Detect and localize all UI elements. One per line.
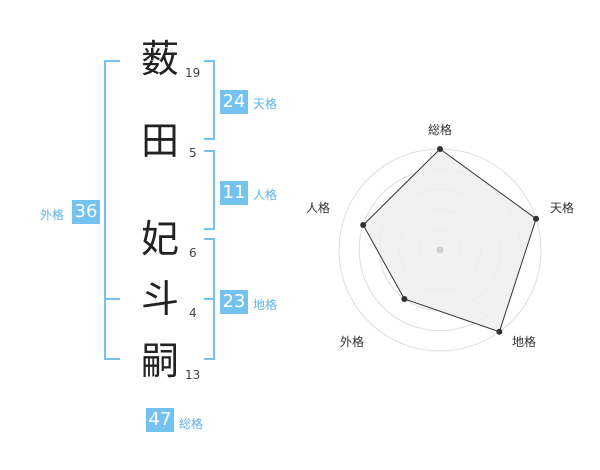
chikaku-bracket-middle	[204, 298, 215, 300]
gaikaku-bracket-vertical	[104, 60, 106, 360]
name-char-3: 妃	[140, 217, 179, 261]
chikaku-label: 地格	[253, 298, 278, 312]
tenkaku-bracket-vertical	[213, 60, 215, 140]
radar-points	[360, 146, 540, 335]
soukaku-label: 総格	[179, 417, 204, 431]
radar-point-4	[360, 222, 367, 229]
jinkaku-label: 人格	[253, 188, 278, 202]
name-char-1: 薮	[140, 37, 179, 81]
soukaku-value: 47	[146, 408, 174, 432]
stroke-count-3: 6	[189, 246, 197, 260]
radar-point-1	[533, 215, 540, 222]
name-char-2: 田	[140, 119, 179, 163]
tenkaku-bracket-bottom	[204, 138, 215, 140]
radar-axis-label-jinkaku: 人格	[306, 200, 330, 215]
tenkaku-bracket-top	[204, 60, 215, 62]
chikaku-bracket-top	[204, 238, 215, 240]
stroke-count-2: 5	[189, 146, 197, 160]
radar-point-2	[496, 328, 503, 335]
radar-point-3	[401, 296, 408, 303]
gaikaku-label: 外格	[40, 208, 65, 222]
name-char-4: 斗	[140, 277, 179, 321]
jinkaku-value: 11	[220, 181, 248, 205]
stroke-count-1: 19	[185, 66, 201, 80]
tenkaku-value: 24	[220, 90, 248, 114]
jinkaku-bracket-vertical	[213, 150, 215, 230]
gaikaku-bracket-middle	[104, 298, 120, 300]
gaikaku-bracket-bottom	[104, 358, 120, 360]
gaikaku-value: 36	[72, 200, 100, 224]
radar-axis-label-soukaku: 総格	[428, 122, 452, 137]
radar-center-dot	[436, 246, 444, 254]
name-char-5: 嗣	[140, 339, 179, 383]
radar-point-0	[437, 146, 443, 152]
radar-axis-label-tenkaku: 天格	[550, 200, 574, 215]
jinkaku-bracket-bottom	[204, 228, 215, 230]
radar-area	[362, 148, 537, 333]
chikaku-bracket-bottom	[204, 358, 215, 360]
chikaku-value: 23	[220, 290, 248, 314]
stroke-count-4: 4	[189, 306, 197, 320]
radar-axis-label-gaikaku: 外格	[340, 334, 364, 349]
gaikaku-bracket-top	[104, 60, 120, 62]
stroke-count-5: 13	[185, 368, 201, 382]
radar-axis-label-chikaku: 地格	[512, 334, 536, 349]
jinkaku-bracket-top	[204, 150, 215, 152]
tenkaku-label: 天格	[253, 97, 278, 111]
